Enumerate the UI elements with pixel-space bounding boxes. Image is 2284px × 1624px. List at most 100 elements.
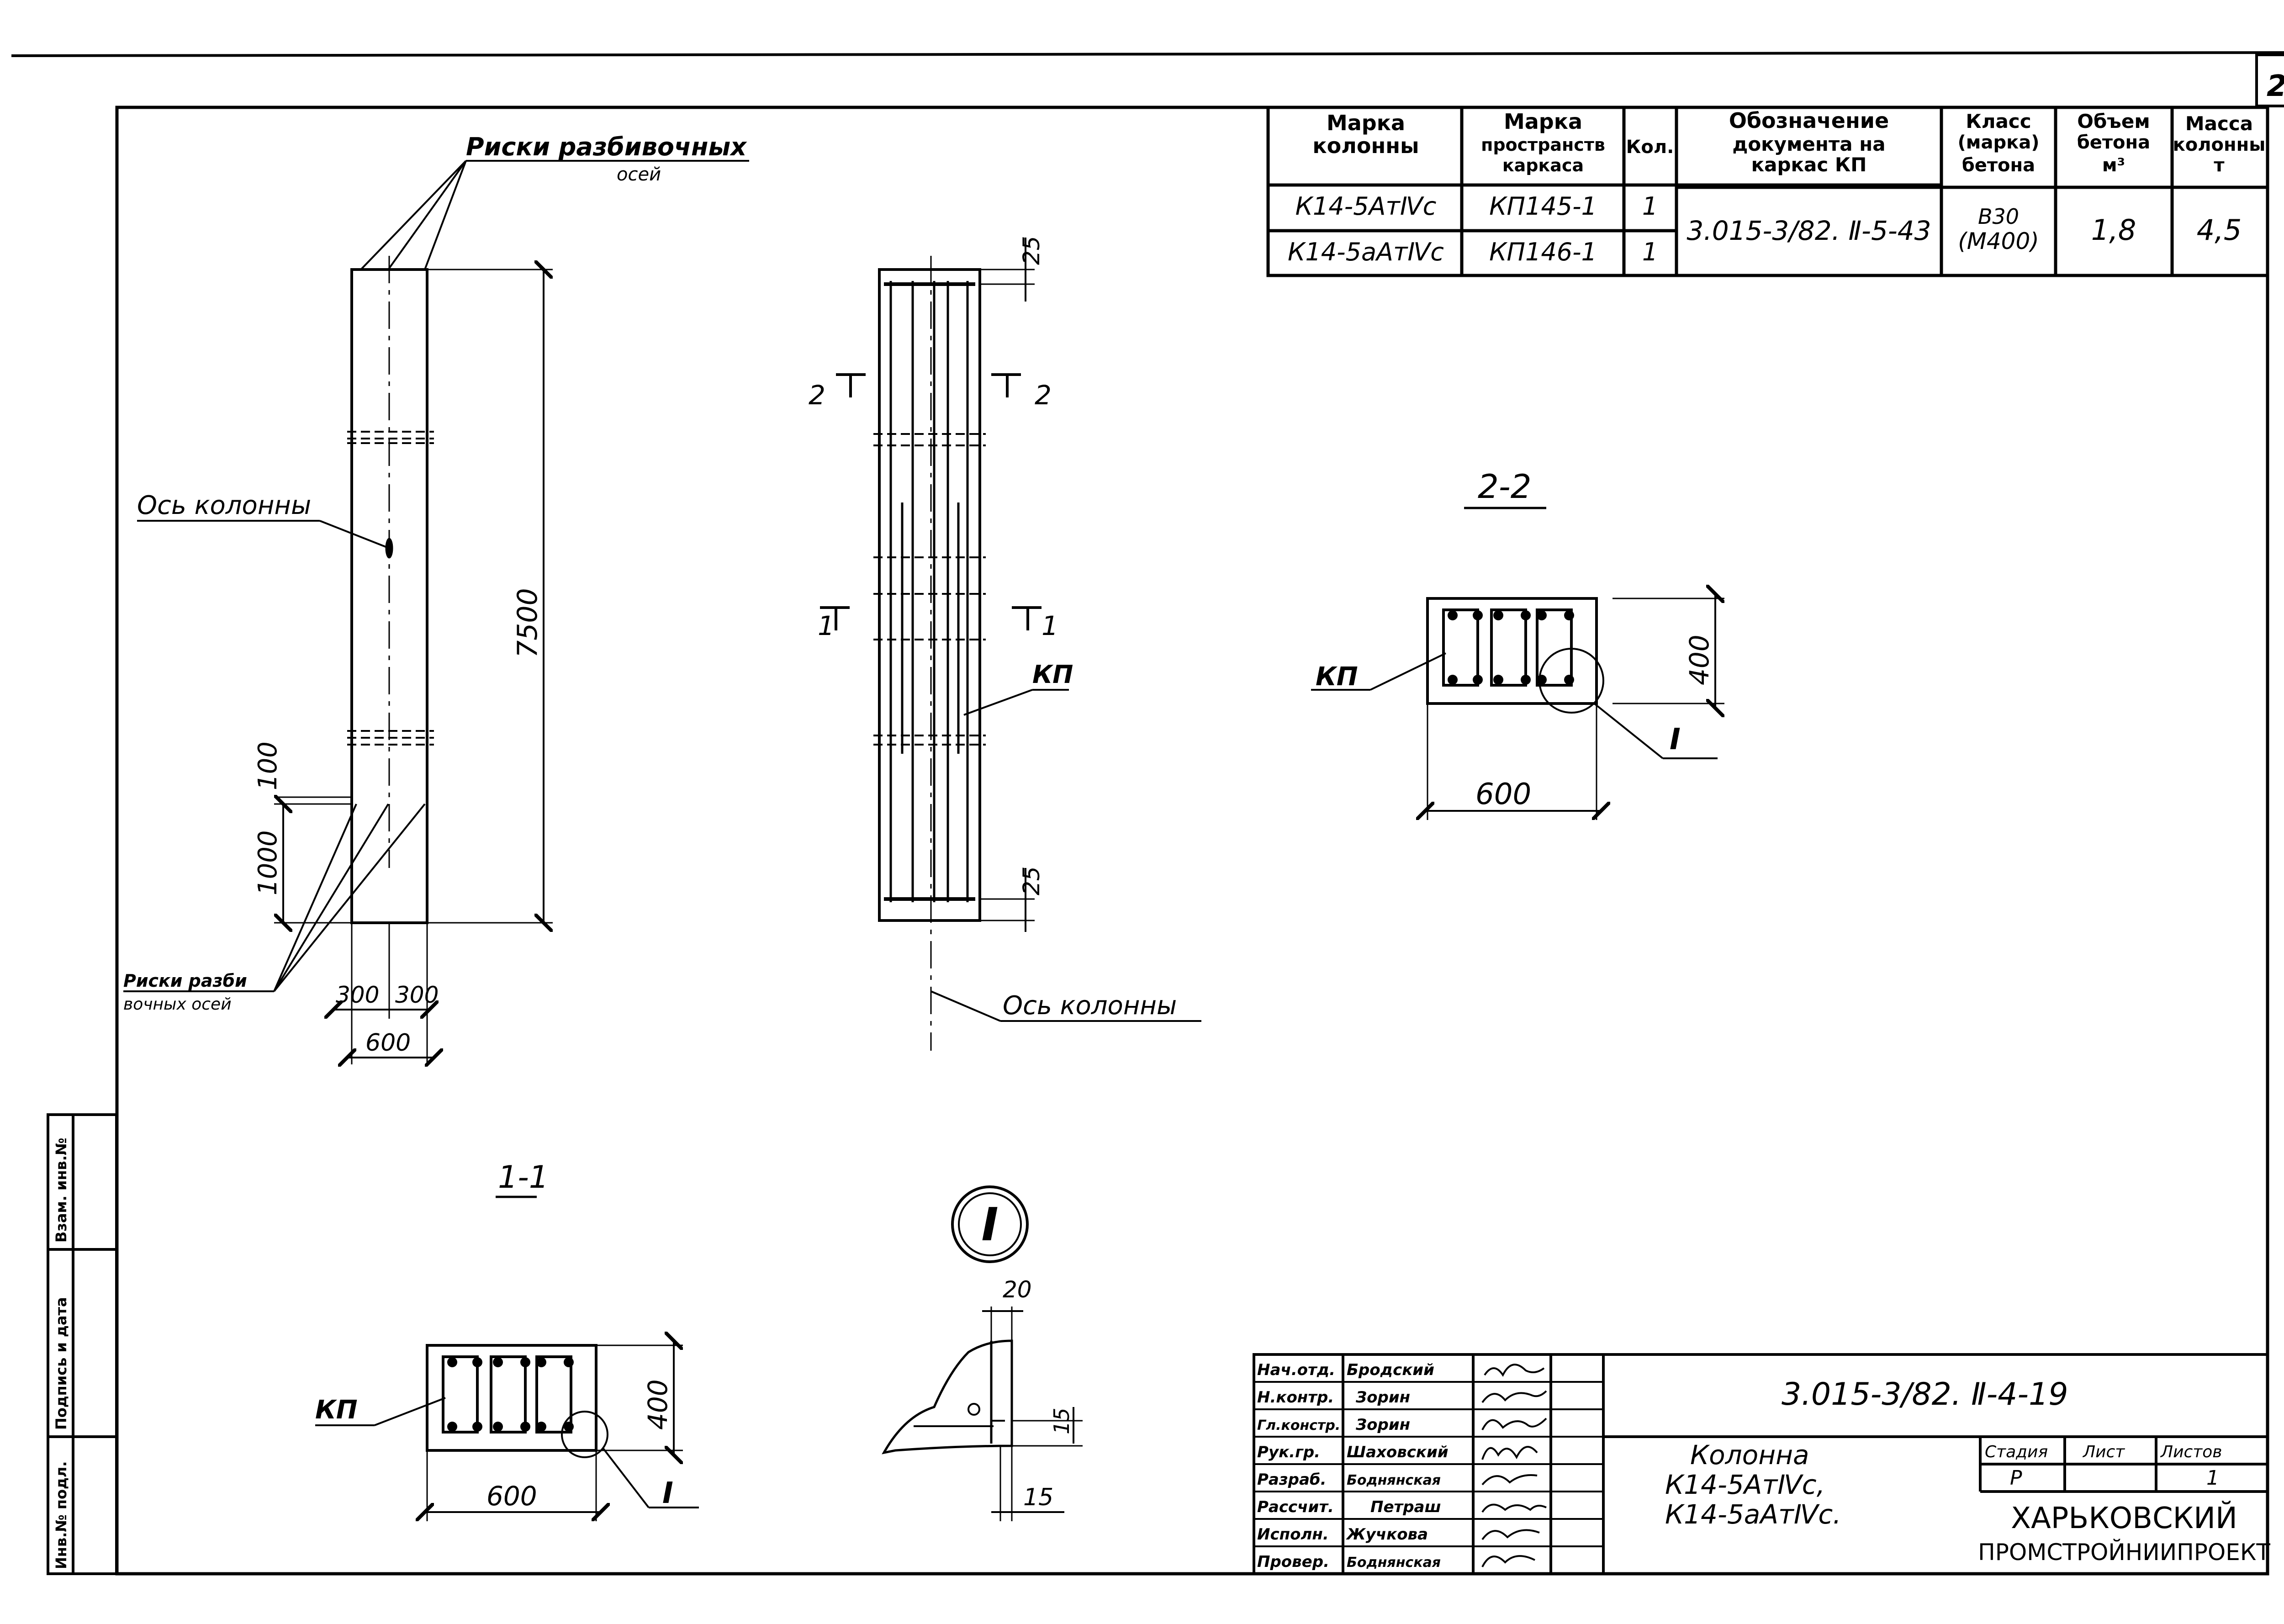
axis-label: Ось колонны: [137, 491, 311, 520]
dim-600-2-2: 600: [1475, 778, 1531, 811]
elevation-labels: Риски разбивочных осей Ось колонны Риски…: [123, 132, 747, 1057]
name-7: Жучкова: [1346, 1525, 1428, 1544]
stamp-replace-inv: Взам. инв.№: [53, 1138, 70, 1243]
sheets-label: Листов: [2160, 1443, 2222, 1461]
title-block-roles: Нач.отд. Бродский Н.контр. Зорин Гл.конс…: [1257, 1361, 1449, 1571]
section-1-1-labels: 1-1 КП 400 600 I: [315, 1159, 673, 1512]
detail-ref-2-2: I: [1670, 723, 1681, 756]
kp-label-1-1: КП: [315, 1395, 358, 1425]
detail-I: [882, 1185, 1083, 1521]
item-name-2: К14-5АтⅣс,: [1665, 1469, 1825, 1500]
header-column-mark-2: колонны: [1312, 133, 1419, 158]
dim-400-2-2: 400: [1684, 635, 1715, 685]
detail-I-mark: I: [981, 1198, 998, 1251]
sheet-frame: [11, 51, 2284, 1576]
stamp-inv-no: Инв.№ подл.: [53, 1461, 70, 1569]
doc-code: 3.015-3/82. Ⅱ-4-19: [1782, 1376, 2068, 1412]
sheets-value: 1: [2206, 1466, 2219, 1490]
risks-bottom-label-2: вочных осей: [123, 995, 232, 1014]
org-name-2: ПРОМСТРОЙНИИПРОЕКТ: [1978, 1539, 2270, 1566]
header-volume-3: м³: [2102, 155, 2125, 176]
header-doc-3: каркас КП: [1751, 153, 1867, 176]
dim-20: 20: [1003, 1276, 1032, 1303]
dim-25-top: 25: [1018, 236, 1045, 265]
title-block: [1253, 1353, 2269, 1575]
name-4: Шаховский: [1347, 1443, 1449, 1461]
role-4: Рук.гр.: [1257, 1443, 1320, 1461]
dim-400-1-1: 400: [642, 1379, 673, 1430]
embedded-bands: [347, 431, 434, 746]
dim-15-bottom: 15: [1023, 1484, 1053, 1511]
risks-top-label-2: осей: [617, 164, 661, 185]
spec-table-rows: К14-5АтⅣс КП145-1 1 К14-5аАтⅣс КП146-1 1…: [1288, 192, 2242, 266]
class-value-2: (М400): [1958, 228, 2039, 254]
volume-value: 1,8: [2091, 213, 2136, 247]
role-6: Рассчит.: [1257, 1498, 1334, 1516]
role-2: Н.контр.: [1257, 1388, 1334, 1407]
row1-qty: 1: [1642, 192, 1658, 221]
spec-table: [1266, 106, 2269, 277]
column-elevation: [123, 160, 749, 1064]
item-name-1: Колонна: [1690, 1439, 1809, 1471]
name-3: Зорин: [1355, 1416, 1410, 1434]
header-frame-mark-2: пространств: [1481, 135, 1605, 155]
header-frame-mark-3: каркаса: [1502, 155, 1584, 175]
detail-ref-1-1: I: [662, 1476, 673, 1510]
header-class-2: (марка): [1957, 132, 2039, 153]
sheet-label: Лист: [2082, 1443, 2125, 1461]
dim-300-right: 300: [395, 982, 439, 1008]
spec-table-headers: Марка колонны Марка пространств каркаса …: [1312, 108, 2265, 176]
title-block-texts: 3.015-3/82. Ⅱ-4-19 Колонна К14-5АтⅣс, К1…: [1665, 1376, 2222, 1530]
role-1: Нач.отд.: [1257, 1361, 1335, 1379]
dim-600-elevation: 600: [365, 1029, 411, 1057]
header-class-3: бетона: [1962, 155, 2035, 176]
role-3: Гл.констр.: [1257, 1418, 1340, 1434]
header-volume-1: Объем: [2077, 110, 2150, 132]
cut-1-right: 1: [1042, 610, 1058, 641]
name-1: Бродский: [1347, 1361, 1434, 1379]
row1-frame-mark: КП145-1: [1489, 192, 1597, 221]
name-8: Боднянская: [1347, 1555, 1441, 1571]
axis-label-reinforcement: Ось колонны: [1003, 991, 1177, 1021]
dim-100: 100: [253, 741, 283, 790]
header-mass-3: т: [2214, 155, 2225, 176]
reinforcement-elevation: [820, 238, 1201, 1051]
org-name-1: ХАРЬКОВСКИЙ: [2011, 1501, 2237, 1535]
side-stamp-labels: Инв.№ подл. Подпись и дата Взам. инв.№: [53, 1138, 70, 1569]
header-qty: Кол.: [1626, 137, 1674, 158]
row2-frame-mark: КП146-1: [1489, 238, 1597, 266]
row1-column-mark: К14-5АтⅣс: [1295, 192, 1437, 221]
item-name-3: К14-5аАтⅣс.: [1665, 1499, 1841, 1530]
reinforcement-labels: 2 2 1 1 КП 25 25 Ось колонны: [809, 236, 1177, 1021]
kp-label-elevation: КП: [1032, 660, 1073, 689]
row2-qty: 1: [1642, 238, 1658, 266]
dim-15-side: 15: [1049, 1407, 1074, 1434]
role-7: Исполн.: [1257, 1525, 1329, 1544]
signatures: [1481, 1364, 1547, 1567]
page-number: 29: [2267, 69, 2284, 103]
class-value-1: В30: [1978, 204, 2019, 229]
dim-300-left: 300: [336, 982, 379, 1008]
header-mass-1: Масса: [2185, 112, 2253, 135]
row2-column-mark: К14-5аАтⅣс: [1288, 238, 1444, 266]
risks-top-label-1: Риски разбивочных: [466, 132, 747, 161]
dim-25-bottom: 25: [1018, 866, 1045, 895]
section-2-2: [1311, 507, 1724, 820]
name-5: Боднянская: [1347, 1472, 1441, 1488]
cut-2-left: 2: [809, 380, 825, 411]
risks-bottom-label-1: Риски разби: [123, 971, 247, 991]
section-1-1-title: 1-1: [498, 1159, 549, 1196]
stamp-signature-date: Подпись и дата: [53, 1297, 70, 1430]
dim-600-1-1: 600: [486, 1481, 537, 1512]
mass-value: 4,5: [2197, 213, 2242, 247]
cut-1-left: 1: [818, 610, 835, 641]
cut-2-right: 2: [1035, 380, 1052, 411]
header-mass-2: колонны: [2173, 134, 2266, 155]
dim-7500: 7500: [512, 588, 544, 658]
name-2: Зорин: [1355, 1388, 1410, 1407]
header-class-1: Класс: [1966, 110, 2031, 132]
header-frame-mark-1: Марка: [1504, 109, 1582, 134]
header-doc-2: документа на: [1732, 133, 1885, 155]
dim-1000: 1000: [253, 830, 283, 895]
